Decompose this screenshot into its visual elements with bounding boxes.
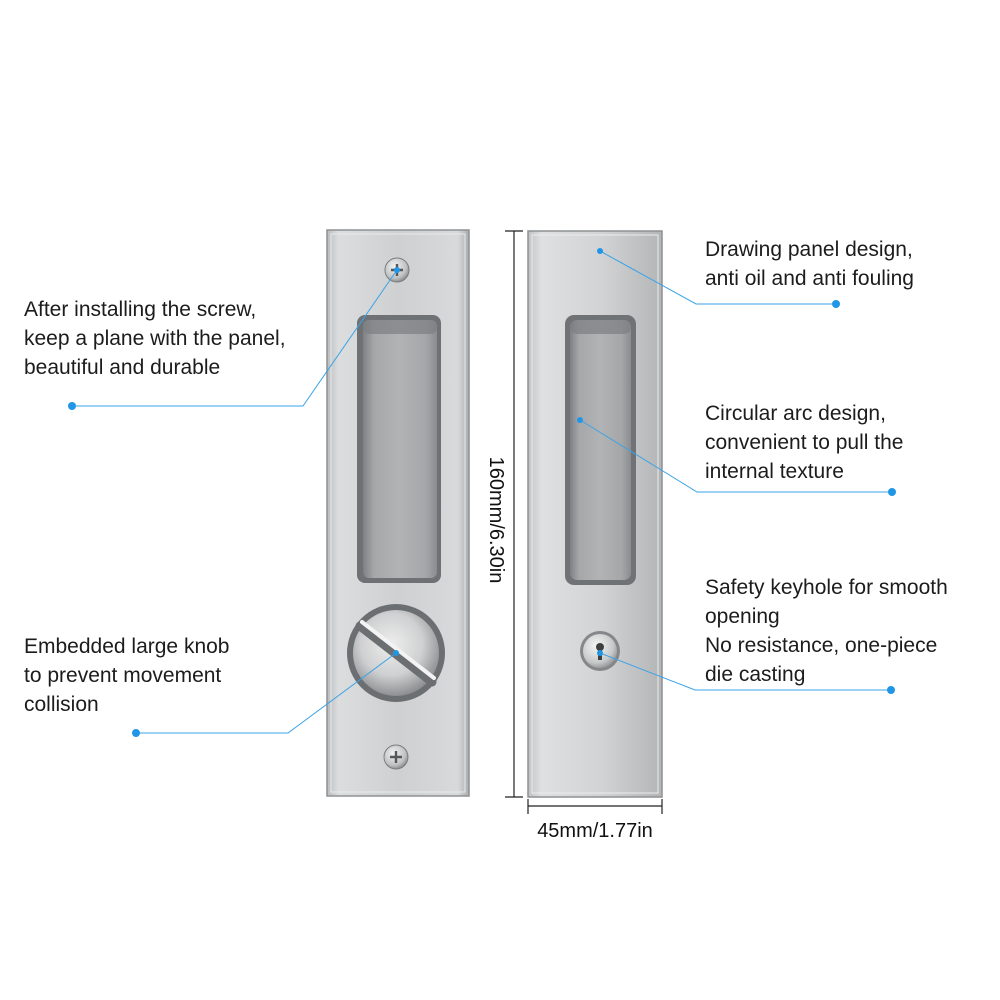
screw-icon bbox=[383, 744, 409, 770]
callout-line: After installing the screw, bbox=[24, 298, 257, 321]
height-dimension-label: 160mm/6.30in bbox=[485, 456, 507, 584]
callout-line: internal texture bbox=[705, 460, 844, 483]
callout-dots bbox=[68, 248, 896, 737]
callout-screw: After installing the screw, keep a plane… bbox=[24, 295, 286, 382]
callout-line: anti oil and anti fouling bbox=[705, 267, 914, 290]
callout-line: die casting bbox=[705, 663, 806, 686]
callout-knob: Embedded large knob to prevent movement … bbox=[24, 632, 229, 719]
dimension-lines bbox=[505, 230, 663, 814]
callout-line: Circular arc design, bbox=[705, 402, 886, 425]
callout-leaders bbox=[72, 250, 892, 734]
callout-line: Embedded large knob bbox=[24, 635, 230, 658]
callout-panel: Drawing panel design, anti oil and anti … bbox=[705, 235, 914, 293]
callout-line: No resistance, one-piece bbox=[705, 634, 938, 657]
callout-line: convenient to pull the bbox=[705, 431, 904, 454]
left-lock-plate bbox=[326, 229, 470, 797]
callout-arc: Circular arc design, convenient to pull … bbox=[705, 399, 903, 486]
width-dimension-label: 45mm/1.77in bbox=[537, 820, 653, 842]
callout-line: opening bbox=[705, 605, 780, 628]
right-lock-plate bbox=[527, 230, 663, 798]
callout-line: keep a plane with the panel, bbox=[24, 327, 286, 350]
callout-line: beautiful and durable bbox=[24, 356, 221, 379]
callout-line: collision bbox=[24, 693, 99, 716]
callout-line: Safety keyhole for smooth bbox=[705, 576, 948, 599]
callout-keyhole: Safety keyhole for smooth opening No res… bbox=[705, 573, 948, 689]
callout-line: to prevent movement bbox=[24, 664, 222, 687]
callout-line: Drawing panel design, bbox=[705, 238, 913, 261]
